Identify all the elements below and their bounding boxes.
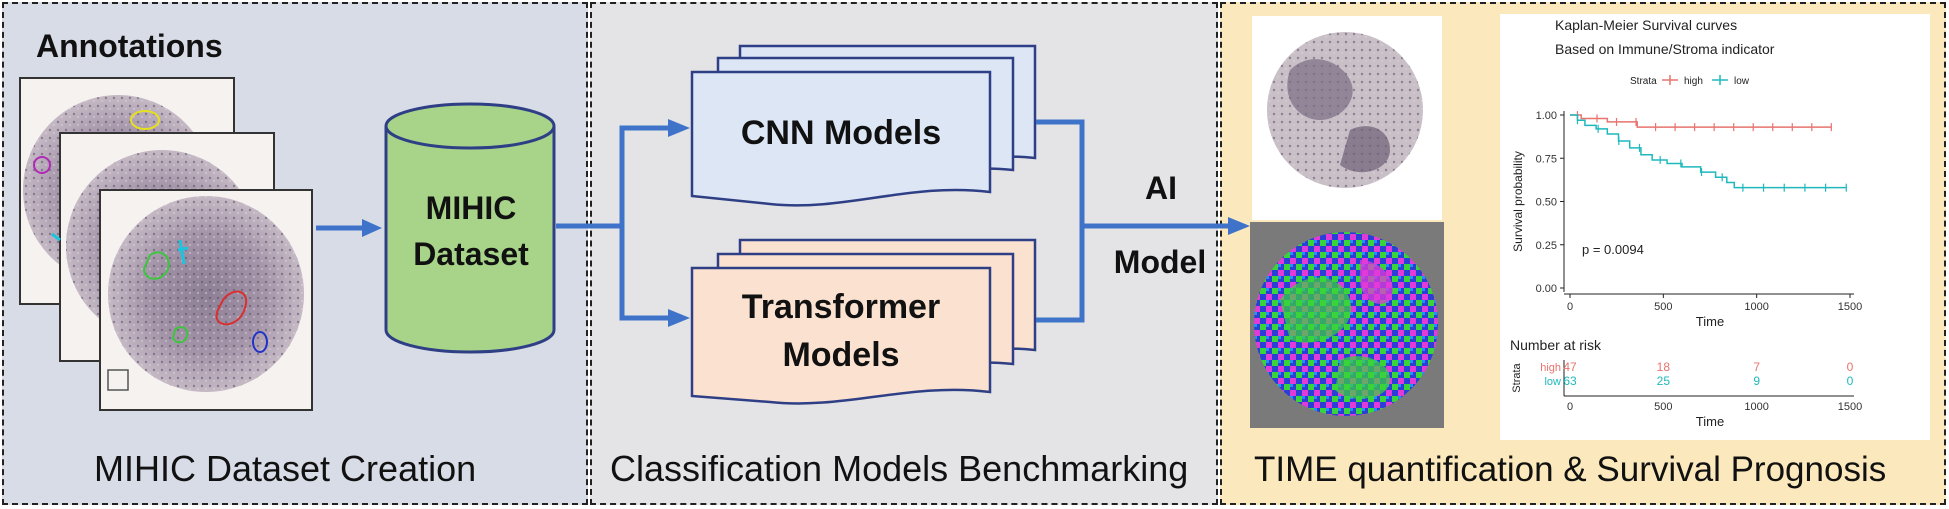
- risk-x-tick-label: 1000: [1744, 401, 1768, 413]
- km-chart-background: [1500, 14, 1930, 440]
- tissue-core-image: [1252, 16, 1442, 220]
- km-curve-low: [1570, 114, 1847, 189]
- x-tick-label: 500: [1654, 301, 1672, 313]
- chart-title: Kaplan-Meier Survival curves: [1555, 17, 1737, 33]
- y-tick-label: 0.75: [1536, 153, 1557, 165]
- x-axis-label: Time: [1696, 314, 1724, 329]
- heatmap-image: [1250, 222, 1444, 428]
- y-axis-label: Survival probability: [1511, 151, 1525, 252]
- risk-cell-low: 25: [1657, 374, 1671, 388]
- legend-label-low: low: [1734, 76, 1750, 87]
- y-tick-label: 0.25: [1536, 240, 1557, 252]
- x-tick-label: 0: [1567, 301, 1573, 313]
- transformer-models-box: [690, 238, 1037, 405]
- arrow-to-prognosis: [1036, 119, 1250, 323]
- benchmarking-caption: Classification Models Benchmarking: [610, 448, 1189, 489]
- risk-row-label-high: high: [1540, 362, 1561, 374]
- y-tick-label: 0.50: [1536, 197, 1557, 209]
- transformer-label-line1: Transformer: [741, 288, 941, 326]
- ai-label-line1: AI: [1145, 170, 1177, 206]
- y-tick-label: 0.00: [1536, 283, 1557, 295]
- annotations-title: Annotations: [36, 28, 223, 64]
- risk-x-tick-label: 500: [1654, 401, 1672, 413]
- risk-x-axis-label: Time: [1696, 414, 1724, 429]
- risk-cell-high: 0: [1847, 360, 1854, 374]
- risk-cell-high: 47: [1563, 360, 1577, 374]
- risk-cell-low: 63: [1563, 374, 1577, 388]
- x-tick-label: 1500: [1838, 301, 1862, 313]
- risk-row-label-low: low: [1544, 376, 1561, 388]
- arrow-to-dataset: [316, 219, 382, 237]
- cnn-models-box: [690, 44, 1037, 207]
- risk-cell-high: 7: [1753, 360, 1760, 374]
- arrow-to-models: [556, 119, 690, 327]
- risk-x-tick-label: 0: [1567, 401, 1573, 413]
- p-value: p = 0.0094: [1582, 242, 1644, 257]
- risk-cell-low: 0: [1847, 374, 1854, 388]
- legend-label-high: high: [1684, 76, 1703, 87]
- km-curve-high: [1570, 114, 1832, 128]
- risk-table-title: Number at risk: [1510, 337, 1602, 353]
- x-tick-label: 1000: [1744, 301, 1768, 313]
- ai-label-line2: Model: [1113, 244, 1207, 280]
- cnn-models-label: CNN Models: [740, 114, 942, 152]
- dataset-cylinder: [384, 102, 556, 354]
- cylinder-label-line2: Dataset: [413, 236, 529, 272]
- risk-cell-low: 9: [1753, 374, 1760, 388]
- dataset-caption: MIHIC Dataset Creation: [94, 448, 477, 489]
- legend-title: Strata: [1630, 76, 1657, 87]
- slide-stack: [19, 77, 313, 411]
- risk-x-tick-label: 1500: [1838, 401, 1862, 413]
- risk-cell-high: 18: [1657, 360, 1671, 374]
- risk-y-axis-label: Strata: [1511, 362, 1523, 392]
- prognosis-caption: TIME quantification & Survival Prognosis: [1254, 450, 1887, 489]
- transformer-label-line2: Models: [782, 336, 900, 374]
- cylinder-label-line1: MIHIC: [425, 190, 517, 226]
- chart-subtitle: Based on Immune/Stroma indicator: [1555, 41, 1775, 57]
- y-tick-label: 1.00: [1536, 110, 1557, 122]
